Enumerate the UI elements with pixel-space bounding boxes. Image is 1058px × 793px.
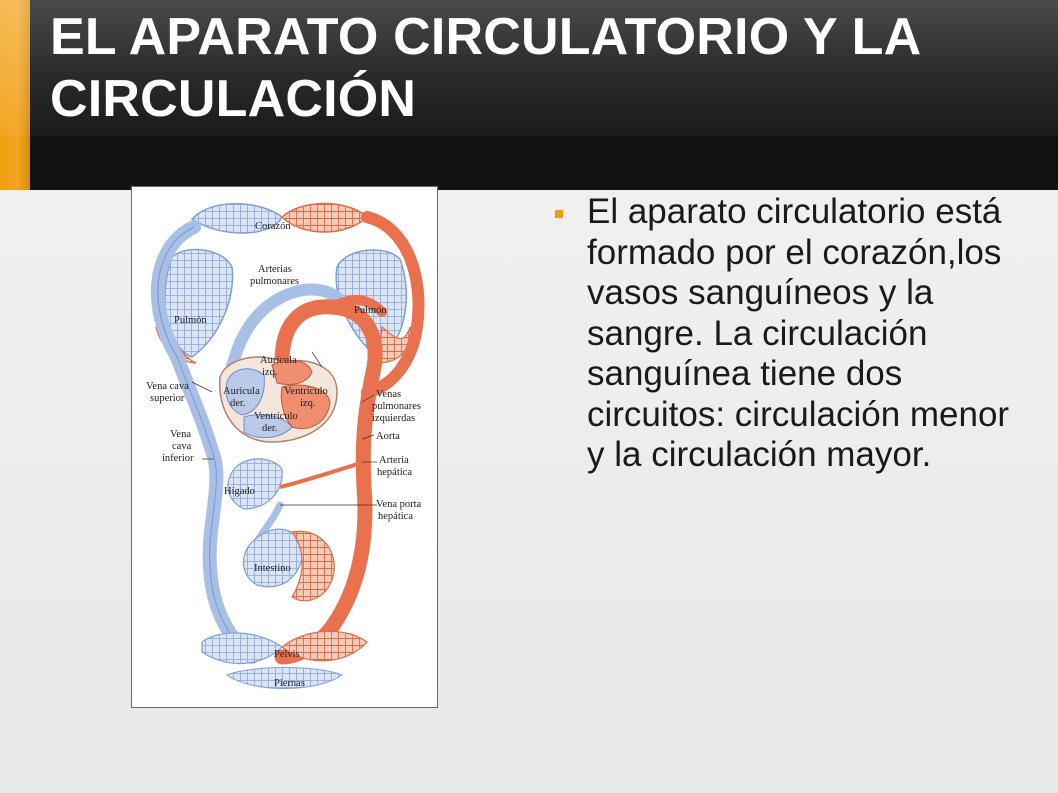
- accent-stripe: [0, 0, 30, 190]
- legs-capillaries: [225, 667, 344, 689]
- label-higado: Hígado: [224, 486, 255, 497]
- bullet-square-icon: [555, 210, 563, 218]
- label-vena-cava-inf-1: Vena: [170, 429, 191, 440]
- label-vena-porta-1: Vena porta: [376, 499, 422, 510]
- circulatory-system-diagram: Corazón Arterias pulmonares Pulmón Pulmó…: [131, 186, 438, 708]
- label-aorta: Aorta: [376, 431, 400, 442]
- leader-lines: [191, 351, 377, 506]
- label-pelvis: Pelvis: [274, 649, 300, 660]
- label-vena-cava-inf-3: inferior: [162, 453, 194, 464]
- label-ventriculo-izq-2: izq.: [300, 398, 315, 409]
- bullet-list: El aparato circulatorio está formado por…: [555, 192, 1025, 476]
- title-bar-gloss: [0, 0, 1058, 136]
- right-atrium: [225, 368, 265, 416]
- label-ventriculo-izq-1: Ventrículo: [284, 386, 328, 397]
- intestine-arterial: [290, 530, 335, 602]
- intestine-venous: [243, 528, 305, 588]
- label-arteria-hep-1: Arteria: [379, 455, 409, 466]
- label-vena-cava-sup-1: Vena cava: [146, 381, 189, 392]
- title-bar: [0, 0, 1058, 190]
- label-ventriculo-der-2: der.: [262, 423, 277, 434]
- label-ventriculo-der-1: Ventrículo: [254, 411, 298, 422]
- right-lung-arterial: [377, 325, 412, 364]
- left-atrium: [271, 359, 313, 386]
- label-piernas: Piernas: [274, 678, 305, 689]
- accent-stripe-gloss: [0, 0, 30, 136]
- label-venas-pulm-1: Venas: [376, 389, 401, 400]
- hepatic-artery: [279, 460, 365, 489]
- slide-title: EL APARATO CIRCULATORIO Y LA CIRCULACIÓN: [50, 8, 920, 128]
- label-auricula-der-2: der.: [230, 398, 245, 409]
- label-arteria-hep-2: hepática: [377, 467, 412, 478]
- label-pulmon-izq: Pulmón: [174, 315, 207, 326]
- label-auricula-izq-1: Aurícula: [260, 355, 297, 366]
- bullet-text: El aparato circulatorio está formado por…: [587, 192, 1010, 474]
- pulmonary-artery: [226, 283, 343, 373]
- label-arterias-2: pulmonares: [250, 276, 299, 287]
- label-vena-porta-2: hepática: [378, 511, 413, 522]
- vena-cava-outline: [157, 226, 253, 658]
- pelvis-venous: [201, 632, 283, 664]
- upper-arterial-loop: [361, 211, 425, 398]
- left-ventricle: [280, 384, 331, 429]
- bullet-item: El aparato circulatorio está formado por…: [555, 192, 1025, 476]
- label-venas-pulm-3: izquierdas: [372, 413, 415, 424]
- label-vena-cava-sup-2: superior: [150, 393, 185, 404]
- pulmonary-vein: [327, 295, 387, 317]
- label-vena-cava-inf-2: cava: [172, 441, 192, 452]
- upper-capillary-arterial: [280, 202, 369, 233]
- circulatory-illustration: Corazón Arterias pulmonares Pulmón Pulmó…: [146, 202, 425, 689]
- label-auricula-izq-2: izq.: [262, 367, 277, 378]
- label-intestino: Intestino: [254, 563, 291, 574]
- liver-capillaries: [227, 458, 283, 510]
- label-venas-pulm-2: pulmonares: [372, 401, 421, 412]
- pelvis-arterial: [281, 630, 368, 662]
- label-pulmon-der: Pulmón: [354, 305, 387, 316]
- label-arterias-1: Arterias: [258, 264, 292, 275]
- label-corazon: Corazón: [255, 221, 291, 232]
- label-auricula-der-1: Aurícula: [223, 386, 260, 397]
